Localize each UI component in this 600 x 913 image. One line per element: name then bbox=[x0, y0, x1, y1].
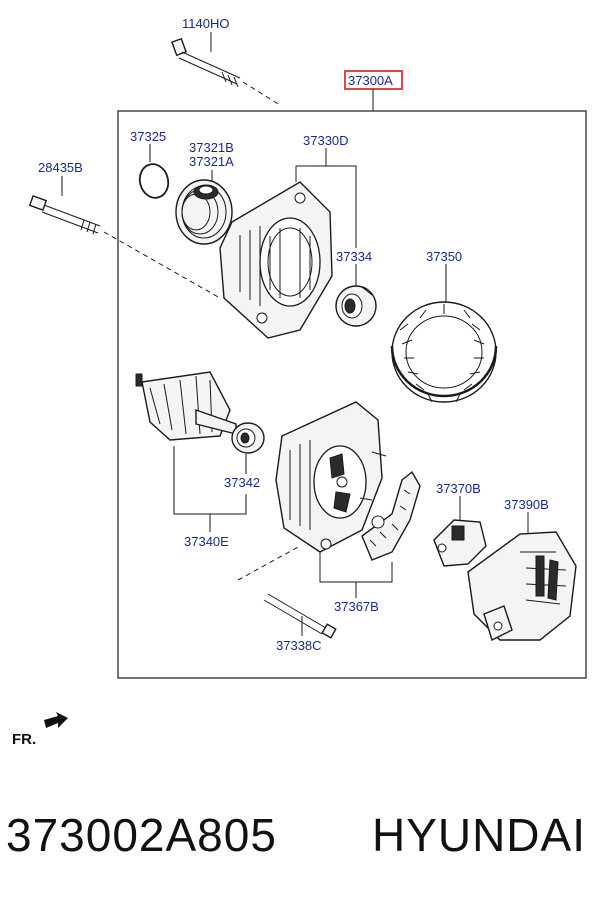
callout-37300A: 37300A bbox=[348, 73, 393, 88]
callout-1140HO: 1140HO bbox=[182, 16, 229, 31]
bearing-37342 bbox=[231, 422, 265, 454]
callout-37340E: 37340E bbox=[184, 534, 229, 549]
brand-name: HYUNDAI bbox=[371, 809, 586, 861]
bearing-37334 bbox=[335, 285, 377, 327]
part-number: 373002A805 bbox=[6, 809, 277, 861]
part-footer: 373002A805 HYUNDAI bbox=[0, 808, 600, 878]
pulley-37321 bbox=[175, 179, 233, 245]
front-arrow-icon bbox=[44, 712, 68, 728]
bolt-28435B bbox=[28, 195, 221, 299]
oring-37325 bbox=[138, 163, 170, 199]
bolt-1140HO bbox=[171, 37, 281, 106]
callout-37325: 37325 bbox=[130, 129, 166, 144]
callout-37370B: 37370B bbox=[436, 481, 481, 496]
stator-37350 bbox=[390, 301, 498, 403]
callout-37350: 37350 bbox=[426, 249, 462, 264]
callout-37334: 37334 bbox=[336, 249, 372, 264]
callout-37390B: 37390B bbox=[504, 497, 549, 512]
assembly-frame bbox=[117, 110, 587, 679]
rotor-37340E bbox=[135, 371, 243, 441]
rectifier-37367B bbox=[361, 470, 421, 561]
callout-37342: 37342 bbox=[224, 475, 260, 490]
callout-37321A: 37321A bbox=[189, 154, 234, 169]
callout-37367B: 37367B bbox=[334, 599, 379, 614]
callout-37338C: 37338C bbox=[276, 638, 322, 653]
rear-bracket bbox=[275, 401, 387, 553]
front-bracket-37330D bbox=[219, 181, 333, 339]
callout-37330D: 37330D bbox=[303, 133, 349, 148]
bolt-37338C bbox=[237, 545, 337, 639]
rear-cover-37390B bbox=[467, 531, 577, 641]
callout-28435B: 28435B bbox=[38, 160, 83, 175]
callout-37321B: 37321B bbox=[189, 140, 234, 155]
regulator-37370B bbox=[433, 519, 487, 567]
front-direction-label: FR. bbox=[12, 731, 36, 748]
